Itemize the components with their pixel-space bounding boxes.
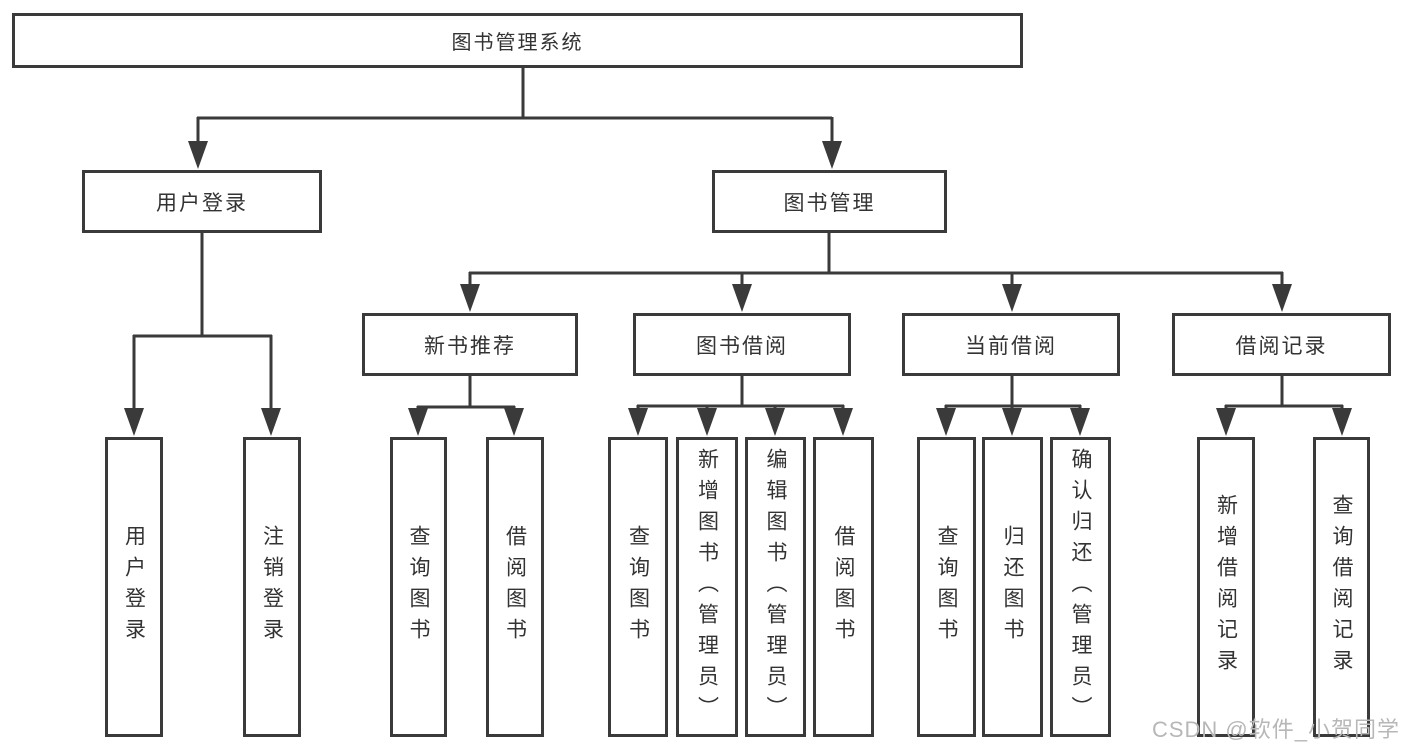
node-confirm-return-admin: 确认归还（管理员） — [1050, 437, 1111, 737]
connector-new-book-group — [416, 376, 516, 410]
node-label: 借阅图书 — [832, 525, 855, 649]
connector-book-management-group — [468, 233, 1284, 286]
connector-current-borrowing-group — [944, 376, 1082, 410]
connector-root-to-level2 — [196, 68, 834, 142]
node-edit-books-admin: 编辑图书（管理员） — [745, 437, 806, 737]
node-borrow-books-action: 借阅图书 — [813, 437, 874, 737]
node-label: 新增借阅记录 — [1214, 494, 1238, 680]
connector-borrowing-records-group — [1224, 376, 1344, 410]
node-borrow-books-newrec: 借阅图书 — [486, 437, 544, 737]
node-user-login-action: 用户登录 — [105, 437, 163, 737]
node-logout-action: 注销登录 — [243, 437, 301, 737]
arrowheads-user-login-group — [124, 408, 281, 436]
arrowheads-new-book-group — [408, 408, 524, 436]
node-return-books: 归还图书 — [982, 437, 1043, 737]
node-query-books-current: 查询图书 — [917, 437, 976, 737]
arrowheads-book-borrowing-group — [628, 408, 853, 436]
node-query-borrow-record: 查询借阅记录 — [1313, 437, 1370, 737]
node-label: 编辑图书（管理员） — [764, 447, 787, 727]
node-label: 查询图书 — [407, 525, 430, 649]
node-book-borrowing: 图书借阅 — [633, 313, 851, 376]
node-query-books-newrec: 查询图书 — [390, 437, 447, 737]
node-borrowing-records: 借阅记录 — [1172, 313, 1391, 376]
arrowheads-book-management-group — [460, 284, 1292, 312]
arrowheads-level2 — [188, 141, 842, 169]
arrowheads-current-borrowing-group — [936, 408, 1090, 436]
node-label: 借阅图书 — [503, 525, 527, 649]
node-label: 借阅记录 — [1235, 334, 1328, 358]
node-label: 归还图书 — [1001, 525, 1024, 649]
node-label: 查询图书 — [935, 525, 958, 649]
node-label: 确认归还（管理员） — [1069, 447, 1092, 727]
node-new-book-recommend: 新书推荐 — [362, 313, 578, 376]
node-label: 用户登录 — [156, 191, 248, 215]
arrowheads-borrowing-records-group — [1216, 408, 1352, 436]
node-label: 查询借阅记录 — [1330, 494, 1353, 680]
node-query-books-borrow: 查询图书 — [608, 437, 668, 737]
node-label: 当前借阅 — [965, 334, 1057, 358]
node-book-management: 图书管理 — [712, 170, 947, 233]
node-label: 用户登录 — [122, 525, 146, 649]
node-label: 新书推荐 — [424, 334, 516, 358]
node-label: 图书管理 — [783, 191, 876, 215]
node-user-login: 用户登录 — [82, 170, 322, 233]
node-current-borrowing: 当前借阅 — [902, 313, 1120, 376]
node-label: 注销登录 — [260, 525, 284, 649]
connector-user-login-group — [132, 233, 273, 409]
node-library-system: 图书管理系统 — [12, 13, 1023, 68]
node-label: 查询图书 — [626, 525, 650, 649]
node-label: 新增图书（管理员） — [695, 447, 719, 727]
node-label: 图书借阅 — [696, 334, 788, 358]
node-label: 图书管理系统 — [451, 32, 584, 54]
watermark: CSDN @软件_小贺同学 — [1151, 717, 1400, 742]
node-add-borrow-record: 新增借阅记录 — [1197, 437, 1255, 737]
node-add-books-admin: 新增图书（管理员） — [676, 437, 738, 737]
connector-book-borrowing-group — [636, 376, 845, 410]
